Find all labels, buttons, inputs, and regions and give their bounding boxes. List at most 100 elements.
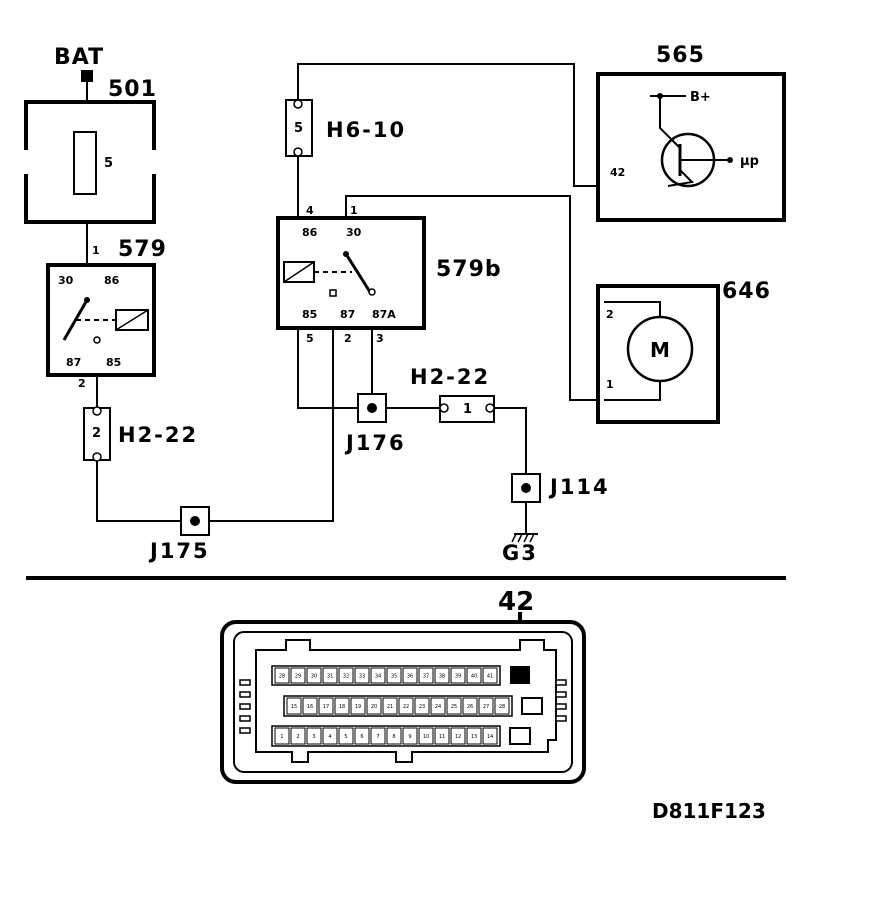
ecu-pin-cell [386, 727, 402, 745]
ecu-pin-cell [434, 727, 450, 745]
ecu-pin-cell [446, 697, 462, 715]
module-565-label: 565 [656, 43, 705, 68]
ecu-pin-number: 36 [407, 674, 413, 680]
ecu-pin-cell [350, 697, 366, 715]
svg-text:87: 87 [66, 356, 81, 369]
ecu-pin-cell [382, 697, 398, 715]
ecu-pin-number: 40 [471, 674, 477, 680]
ecu-pin-cell [366, 697, 382, 715]
ecu-row3-end-pin [509, 727, 531, 745]
ecu-pin-cell [338, 667, 354, 684]
svg-text:85: 85 [106, 356, 121, 369]
ecu-pin-cell [398, 697, 414, 715]
svg-text:2: 2 [344, 332, 352, 345]
ecu-pin-cell [302, 697, 318, 715]
figure-id: D811F123 [652, 799, 766, 823]
ecu-pin-row-frame [271, 665, 501, 686]
ecu-pin-number: 21 [387, 704, 393, 710]
module-565: 565 42 B+ μp [596, 43, 786, 222]
ecu-pin-cell [482, 727, 498, 745]
relay-579b-label: 579b [436, 257, 502, 282]
ecu-pin-42-highlight [510, 666, 530, 684]
ecu-pin-number: 8 [392, 734, 395, 740]
ecu-pin-cell [354, 667, 370, 684]
ecu-pin-cell [318, 697, 334, 715]
svg-text:5: 5 [306, 332, 314, 345]
ecu-pin-cell [306, 667, 322, 684]
junction-j175-label: J175 [148, 539, 210, 563]
svg-text:1: 1 [606, 378, 614, 391]
ecu-pin-number: 25 [451, 704, 457, 710]
ecu-pin-number: 29 [295, 674, 301, 680]
svg-text:4: 4 [306, 204, 314, 217]
ecu-pin-cell [402, 727, 418, 745]
ecu-pin-cell [450, 727, 466, 745]
ecu-pin-number: 34 [375, 674, 381, 680]
ecu-pin-number: 7 [376, 734, 379, 740]
ecu-pin-cell [286, 697, 302, 715]
ecu-pin-cell [418, 667, 434, 684]
fuse-box-label: 501 [108, 77, 157, 102]
ecu-pin-number: 6 [360, 734, 363, 740]
svg-text:86: 86 [104, 274, 120, 287]
ecu-pin-number: 5 [344, 734, 347, 740]
relay-579b: 579b 4 1 86 30 85 87 87A 5 2 3 [276, 204, 502, 345]
ecu-pin-cell [354, 727, 370, 745]
battery-terminal: BAT [54, 45, 104, 82]
ecu-pin-number: 11 [439, 734, 445, 740]
battery-label: BAT [54, 45, 104, 70]
ecu-pin-cell [290, 667, 306, 684]
ecu-pin-number: 32 [343, 674, 349, 680]
ecu-pin-cell [466, 727, 482, 745]
ecu-pin-number: 33 [359, 674, 365, 680]
ecu-pin-number: 18 [339, 704, 345, 710]
ecu-pin-number: 4 [328, 734, 331, 740]
junction-j114-label: J114 [548, 475, 610, 499]
ecu-pin-cell [466, 667, 482, 684]
svg-text:5: 5 [294, 121, 303, 136]
ecu-pin-number: 13 [471, 734, 477, 740]
ground-g3: G3 [502, 533, 538, 565]
ecu-pin-number: 1 [280, 734, 283, 740]
ecu-pin-cell [402, 667, 418, 684]
connector-h2-22-right-label: H2-22 [410, 365, 490, 389]
relay-579-out-pin: 2 [78, 377, 86, 390]
ecu-pin-number: 22 [403, 704, 409, 710]
ecu-pin-number: 17 [323, 704, 329, 710]
ecu-pin-cell [322, 727, 338, 745]
svg-text:86: 86 [302, 226, 318, 239]
svg-text:30: 30 [346, 226, 362, 239]
ecu-pin-number: 27 [483, 704, 489, 710]
ecu-pin-cell [386, 667, 402, 684]
connector-h6-10: 5 H6-10 [285, 99, 406, 157]
ecu-pin-number: 2 [296, 734, 299, 740]
ground-g3-label: G3 [502, 541, 538, 565]
ecu-pin-cell [338, 727, 354, 745]
svg-text:3: 3 [376, 332, 384, 345]
motor-symbol: M [650, 338, 670, 362]
relay-579: 579 30 86 87 85 2 [46, 237, 166, 390]
junction-j175: J175 [148, 506, 210, 563]
junction-j114: J114 [511, 473, 610, 503]
ecu-pin-cell [274, 727, 290, 745]
motor-646-label: 646 [722, 279, 771, 304]
svg-text:87: 87 [340, 308, 355, 321]
svg-text:85: 85 [302, 308, 317, 321]
ecu-pin-cell [434, 667, 450, 684]
ecu-pin-number: 38 [439, 674, 445, 680]
ecu-pin-number: 15 [291, 704, 297, 710]
ecu-pin-cell [494, 697, 510, 715]
svg-text:1: 1 [350, 204, 358, 217]
ecu-pin-number: 31 [327, 674, 333, 680]
ecu-pin-number: 28 [499, 704, 505, 710]
ecu-pin-row-frame [283, 695, 513, 717]
svg-text:30: 30 [58, 274, 74, 287]
connector-h6-10-label: H6-10 [326, 118, 406, 142]
module-565-up: μp [740, 154, 759, 169]
ecu-pin-cell [370, 727, 386, 745]
module-565-pin: 42 [610, 166, 625, 179]
ecu-pin-cell [290, 727, 306, 745]
